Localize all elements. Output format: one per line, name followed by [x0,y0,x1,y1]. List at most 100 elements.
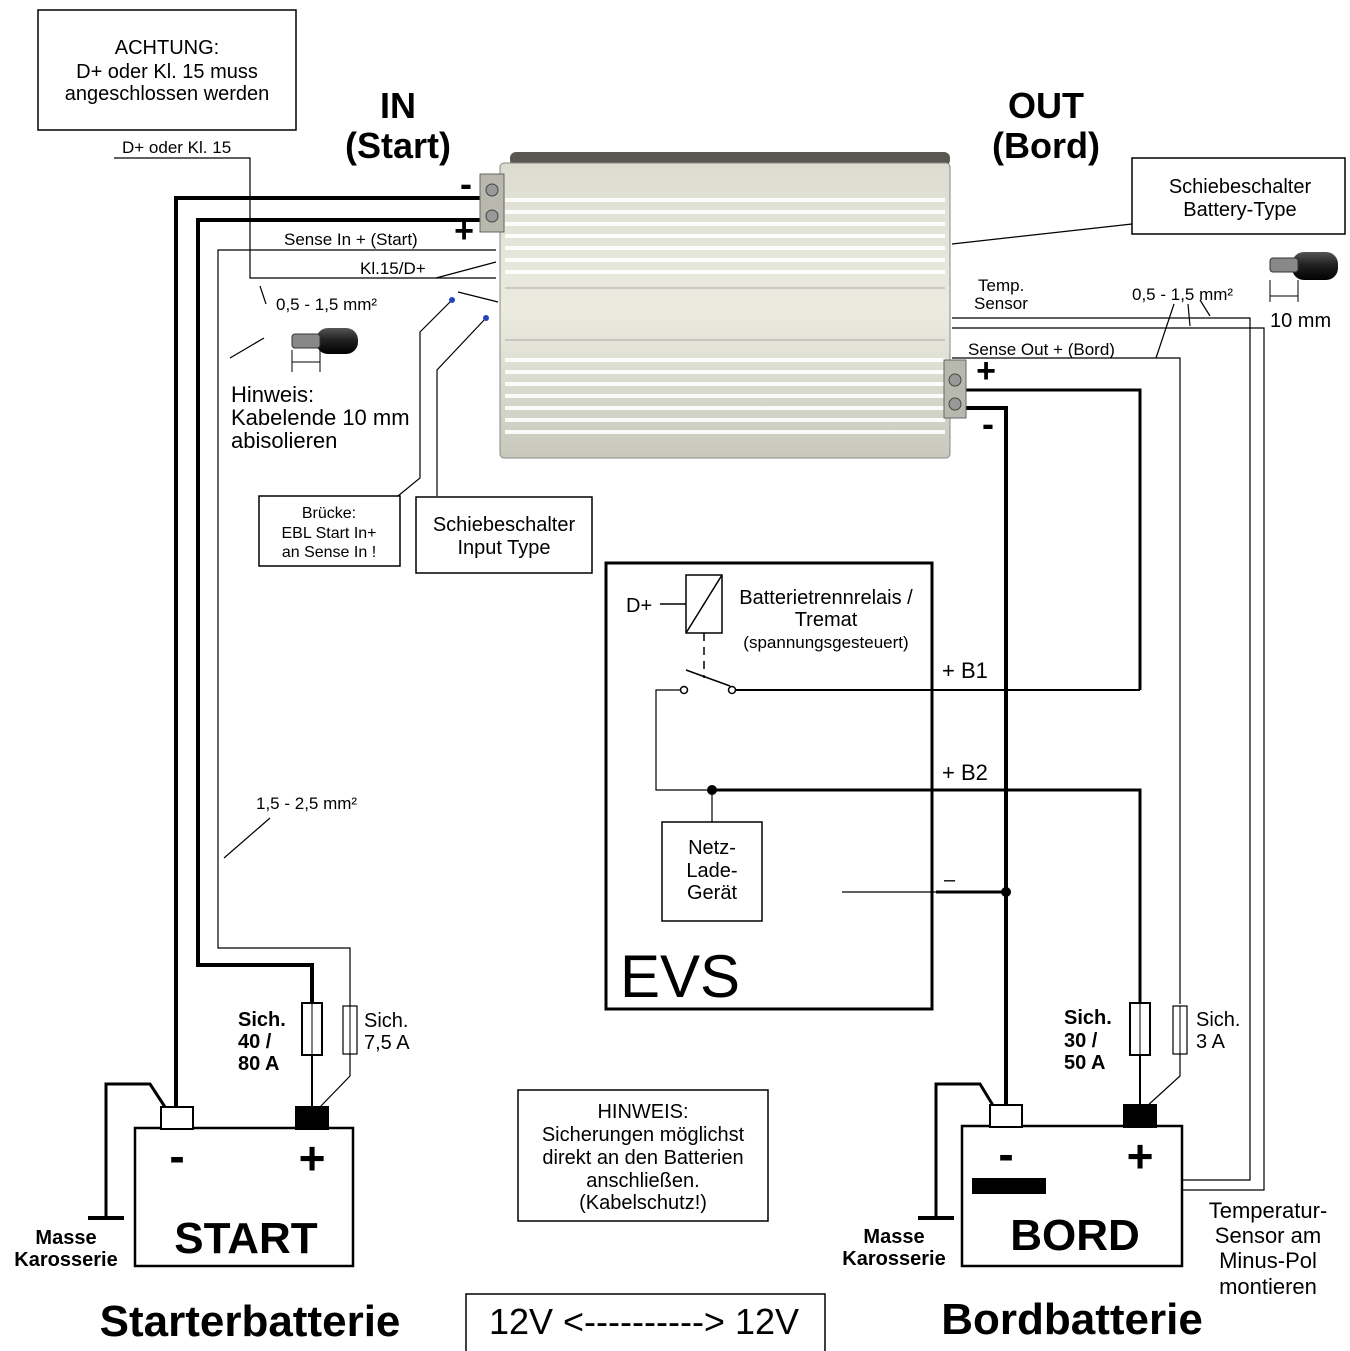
device-body [499,162,951,459]
start-battery-minus-post [160,1106,194,1130]
charger-device [479,152,967,459]
wire-sense-out [952,357,1181,1004]
charger-line-1: Netz- [688,837,736,859]
bord-battery-label: BORD [1010,1211,1140,1260]
input-type-line-2: Input Type [457,537,550,559]
label-gauge-main: 1,5 - 2,5 mm² [256,794,357,813]
bord-battery-minus: - [998,1128,1013,1180]
fuse-hint-line-5: (Kabelschutz!) [579,1192,707,1214]
bord-battery: - + BORD [960,1104,1184,1268]
strip-hint-line-1: Hinweis: [231,382,314,407]
input-type-line-1: Schiebeschalter [433,514,576,536]
voltage-label: 12V <----------> 12V [489,1301,799,1342]
fuse-hint-line-1: HINWEIS: [597,1101,688,1123]
bridge-line-1: Brücke: [302,505,356,522]
wire-b2 [712,788,1142,1003]
bord-battery-plus-post [1123,1104,1157,1128]
bridge-pointer [397,299,453,497]
bord-ground-2: Karosserie [842,1248,945,1270]
out-plus-sign: + [976,352,996,390]
start-battery-plus-post [295,1106,329,1130]
label-dplus-kl15: D+ oder Kl. 15 [122,138,231,157]
terminal-in [479,173,505,233]
bord-small-fuse-1: Sich. [1196,1009,1240,1031]
start-small-fuse-2: 7,5 A [364,1032,410,1054]
charger-line-3: Gerät [687,882,737,904]
battery-type-line-1: Schiebeschalter [1169,176,1312,198]
out-label-2: (Bord) [992,125,1100,166]
temp-hint-3: Minus-Pol [1219,1248,1317,1273]
temp-hint-2: Sensor am [1215,1223,1321,1248]
wire-kl15 [114,157,496,279]
temp-hint-4: montieren [1219,1274,1317,1299]
label-sense-out: Sense Out + (Bord) [968,340,1115,359]
bord-battery-plus: + [1127,1130,1154,1182]
tick-kl15 [435,261,497,279]
gauge-tick-r2 [1187,303,1191,327]
bridge-line-2: EBL Start In+ [281,525,376,542]
relay-line-3: (spannungsgesteuert) [743,633,908,652]
wire-in-minus [174,196,480,1107]
bord-ground-lead [934,1082,996,1218]
bord-fuse-2: 30 / [1064,1030,1098,1052]
wire-temp-2 [952,327,1265,1191]
start-fuse-3: 80 A [238,1053,280,1075]
blue-pin-2 [483,315,489,321]
label-temp-1: Temp. [978,276,1024,295]
wire-out-plus [964,388,1142,690]
battery-type-pointer [951,223,1133,245]
fuse-hint-box [517,1089,769,1222]
bord-caption: Bordbatterie [941,1295,1203,1344]
start-battery-label: START [174,1214,318,1263]
label-gauge-small-right: 0,5 - 1,5 mm² [1132,285,1233,304]
warning-line-3: angeschlossen werden [65,83,270,105]
start-fuse-2: 40 / [238,1031,272,1053]
relay-line-2: Tremat [795,609,858,631]
out-label-1: OUT [1008,85,1084,126]
in-label-2: (Start) [345,125,451,166]
bord-battery-body [960,1124,1184,1268]
in-label-1: IN [380,85,416,126]
evs-b1: + B1 [942,658,988,683]
bridge-link [457,291,499,303]
label-temp-2: Sensor [974,294,1028,313]
start-fuse-1: Sich. [238,1009,286,1031]
label-sense-in: Sense In + (Start) [284,230,418,249]
start-ground-lead [104,1082,167,1218]
fuse-hint-line-4: anschließen. [586,1170,699,1192]
junction-b2 [707,785,717,795]
warning-box [37,9,297,131]
start-small-fuse-1: Sich. [364,1010,408,1032]
warning-line-1: ACHTUNG: [115,37,219,59]
gauge-tick-r1 [1155,303,1175,359]
bord-fuse-1: Sich. [1064,1007,1112,1029]
evs-dplus: D+ [626,595,652,617]
start-battery: - + START [133,1106,355,1268]
fuse-hint-line-3: direkt an den Batterien [542,1147,743,1169]
temp-sensor-probe [972,1178,1046,1194]
in-plus-sign: + [454,212,474,250]
label-gauge-small-left: 0,5 - 1,5 mm² [276,295,377,314]
start-ground-1: Masse [35,1227,96,1249]
label-kl15-dplus: Kl.15/D+ [360,259,426,278]
wire-in-plus [196,218,480,1003]
gauge-tick-1 [259,285,267,305]
relay-coil-diagonal [685,574,723,634]
bord-battery-minus-post [989,1104,1023,1128]
bridge-line-3: an Sense In ! [282,544,376,561]
temp-hint-1: Temperatur- [1209,1198,1328,1223]
start-battery-plus: + [299,1132,326,1184]
strip-hint-line-3: abisolieren [231,428,337,453]
bridge-box [258,495,401,567]
start-battery-body [133,1126,355,1268]
charger-box [661,821,763,922]
input-type-box [415,496,593,574]
battery-type-box [1131,157,1346,235]
bord-ground-1: Masse [863,1226,924,1248]
relay-switch-arm [685,669,731,687]
fuse-hint-line-2: Sicherungen möglichst [542,1124,745,1146]
battery-type-line-2: Battery-Type [1183,199,1296,221]
start-small-fuse-lead [319,1054,351,1108]
terminal-out-minus-screw [948,397,962,411]
